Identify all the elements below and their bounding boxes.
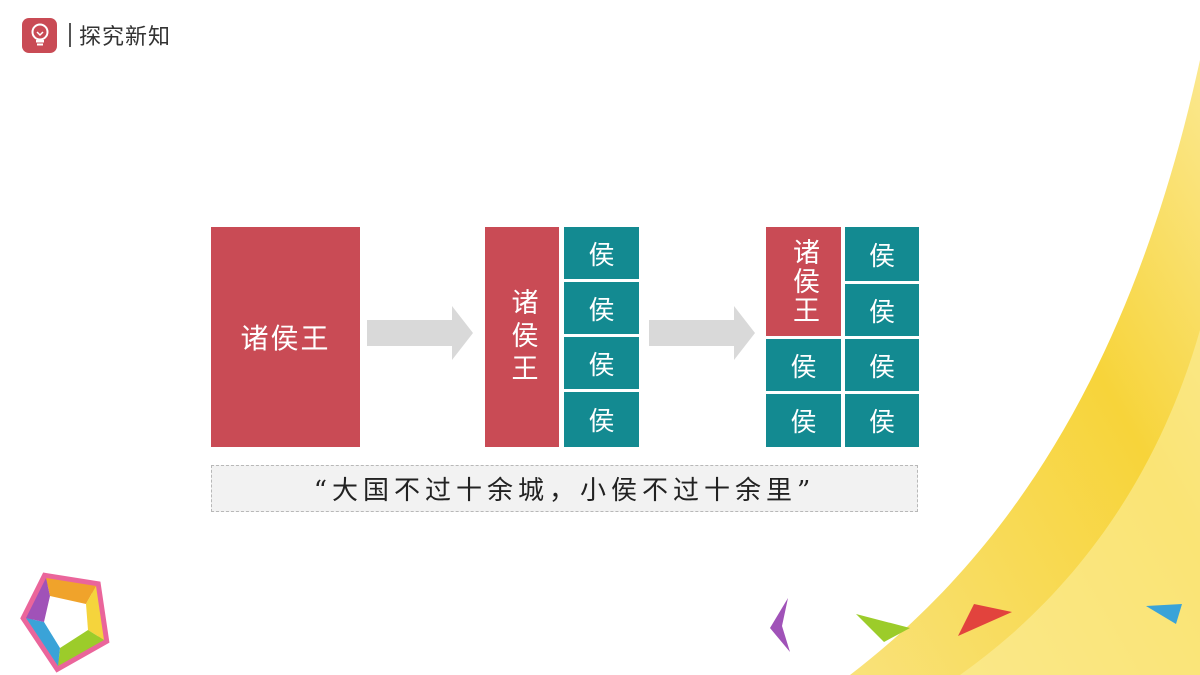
yellow-swoosh-light <box>960 330 1200 675</box>
stage2-king-block: 诸侯王 <box>485 227 559 447</box>
stage3-marquis-block: 侯 <box>845 394 919 447</box>
colorful-crystal-logo <box>20 572 110 673</box>
stage2-king-label: 诸侯王 <box>506 287 538 387</box>
stage3-king-block: 诸侯王 <box>766 227 841 336</box>
stage2-marquis-block: 侯 <box>564 337 639 389</box>
stage2-marquis-block: 侯 <box>564 227 639 279</box>
green-shard-shape <box>856 614 910 642</box>
arrow-right-icon <box>649 306 755 360</box>
stage3-marquis-block: 侯 <box>766 339 841 391</box>
arrow-right-icon <box>367 306 473 360</box>
purple-shard-shape <box>770 598 790 652</box>
page-title: 探究新知 <box>79 25 172 50</box>
stage3-king-label: 诸侯王 <box>788 238 819 325</box>
stage2-marquis-block: 侯 <box>564 282 639 334</box>
stage3-marquis-block: 侯 <box>845 339 919 391</box>
red-shard-shape <box>958 604 1012 636</box>
stage2-marquis-block: 侯 <box>564 392 639 447</box>
quote-box: “大国不过十余城，小侯不过十余里” <box>211 465 918 512</box>
header: 探究新知 <box>22 17 171 53</box>
header-divider <box>69 23 71 47</box>
quote-text: “大国不过十余城，小侯不过十余里” <box>313 476 816 506</box>
stage3-marquis-block: 侯 <box>766 394 841 447</box>
stage3-marquis-block: 侯 <box>845 284 919 336</box>
stage3-marquis-block: 侯 <box>845 227 919 281</box>
lightbulb-icon <box>22 17 57 53</box>
blue-shard-shape <box>1146 604 1182 624</box>
stage1-kingdom-block: 诸侯王 <box>211 227 360 447</box>
